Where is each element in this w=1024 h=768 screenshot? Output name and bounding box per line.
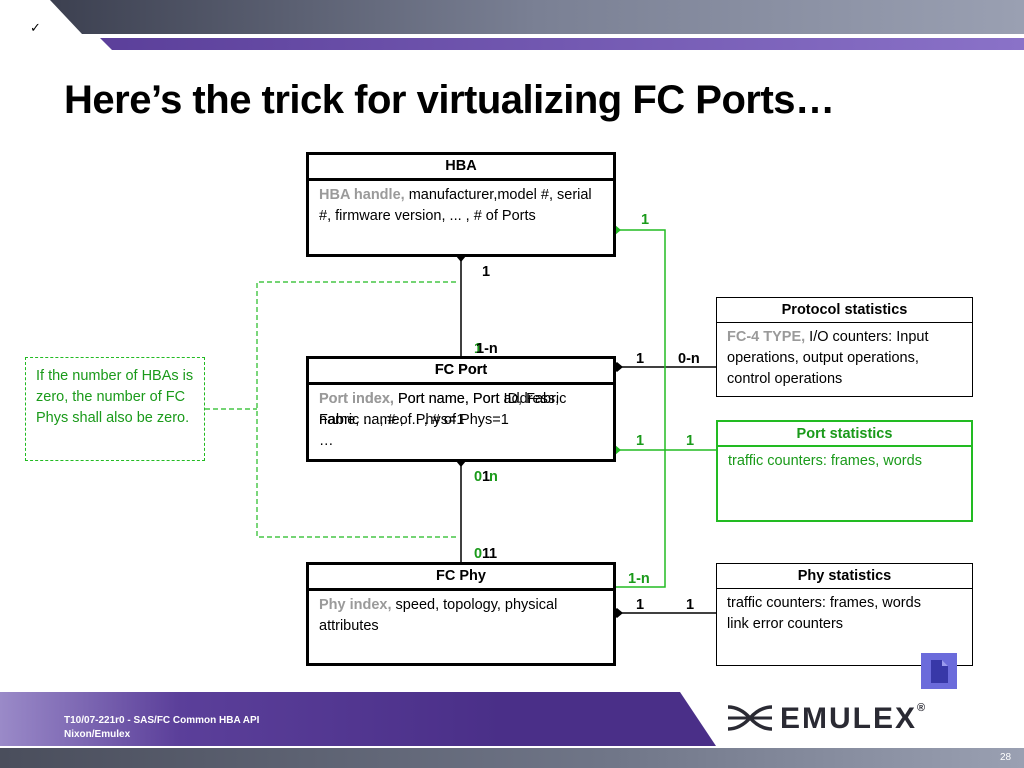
fc-port-text: Port name, Port ID, Fabric name, ... , #… [319,391,567,428]
phy-statistics-body: traffic counters: frames, words link err… [717,589,972,639]
phy-statistics-line1: traffic counters: frames, words [727,595,921,611]
mult-hba-port-1: 1 [482,264,491,280]
fc-phy-key: Phy index, [319,597,392,613]
port-statistics-header: Port statistics [718,422,971,447]
footer-author: Nixon/Emulex [64,729,131,740]
mult-physt-left: 1 [636,597,645,613]
protocol-statistics-box: Protocol statistics FC-4 TYPE, I/O count… [716,297,973,397]
port-statistics-text: traffic counters: frames, words [728,453,922,469]
footer-doc-id: T10/07-221r0 - SAS/FC Common HBA API [64,715,260,726]
top-purple-stripe [100,38,1024,50]
hba-body: HBA handle, manufacturer,model #, serial… [309,181,613,231]
fc-port-header-text: FC Port [434,362,488,378]
green-hba-phy-line [616,229,666,588]
fc-port-key: Port index, [319,391,394,407]
mult-phy-top-1: 1 [482,546,491,562]
emulex-logo-word: EMULEX [780,702,918,735]
mult-proto-left: 1 [636,351,645,367]
mult-phy-top-1b: 1 [489,546,498,562]
protocol-statistics-header: Protocol statistics [717,298,972,323]
emulex-logo-mark [727,705,773,731]
fc-port-text-ghost: Port name, Port address, Fabric name, ..… [319,391,560,428]
fc-port-key-ghost: Port index, [319,391,394,407]
phy-statistics-box: Phy statistics traffic counters: frames,… [716,563,973,666]
protocol-statistics-body: FC-4 TYPE, I/O counters: Input operation… [717,323,972,394]
hba-box: HBA HBA handle, manufacturer,model #, se… [306,152,616,257]
fc-port-body-front: Port index, Port name, Port ID, Fabric n… [319,389,603,431]
fc-port-body-ghost: Port index, Port name, Port address, Fab… [319,389,603,431]
mult-portstat-left: 1 [636,433,645,449]
emulex-logo-text: EMULEX® [780,702,925,736]
protocol-statistics-text: I/O counters: Input operations, output o… [727,329,929,387]
mult-portstat-right: 1 [686,433,695,449]
hba-key: HBA handle, [319,187,405,203]
fc-phy-body: Phy index, speed, topology, physical att… [309,591,613,641]
mult-port-bottom-green-0: 0 [474,469,483,485]
hba-header: HBA [309,155,613,181]
fc-phy-box: FC Phy Phy index, speed, topology, physi… [306,562,616,666]
page-number: 28 [1000,752,1012,763]
mult-port-bottom-n: n [489,469,498,485]
document-icon[interactable] [921,653,957,689]
fc-port-header-ghost: FC Port [434,362,488,378]
fc-port-header: FC Port FC Port [309,359,613,385]
phy-statistics-line2: link error counters [727,616,844,632]
dashed-note-connector [256,281,456,538]
mult-physt-right: 1 [686,597,695,613]
document-icon-glyph [931,660,948,683]
fc-port-box: FC Port FC Port Port index, Port name, P… [306,356,616,462]
hba-text: manufacturer,model #, serial #, firmware… [319,187,592,224]
mult-proto-right: 0-n [678,351,700,367]
footer-bar [0,692,716,746]
mult-phy-top-green-0: 0 [474,546,483,562]
port-statistics-box: Port statistics traffic counters: frames… [716,420,973,522]
mult-port-top-1n: 1-n [476,341,498,357]
top-bar [50,0,1024,34]
check-mark: ✓ [30,20,41,35]
protocol-statistics-key: FC-4 TYPE, [727,329,806,345]
mult-hba-green-1: 1 [641,212,650,228]
zero-hba-note: If the number of HBAs is zero, the numbe… [25,357,205,461]
footer-gray-bar [0,748,1024,768]
phy-statistics-header: Phy statistics [717,564,972,589]
slide-title: Here’s the trick for virtualizing FC Por… [64,78,835,122]
fc-phy-text: speed, topology, physical attributes [319,597,558,634]
fc-port-body: Port index, Port name, Port address, Fab… [309,385,613,456]
mult-port-bottom-1: 1 [482,469,491,485]
emulex-logo-registered: ® [917,702,926,714]
mult-port-top-green: 1 [474,341,483,357]
fc-phy-header: FC Phy [309,565,613,591]
mult-phy-green-1n: 1-n [628,571,650,587]
fc-port-ellipsis: … [319,433,334,449]
